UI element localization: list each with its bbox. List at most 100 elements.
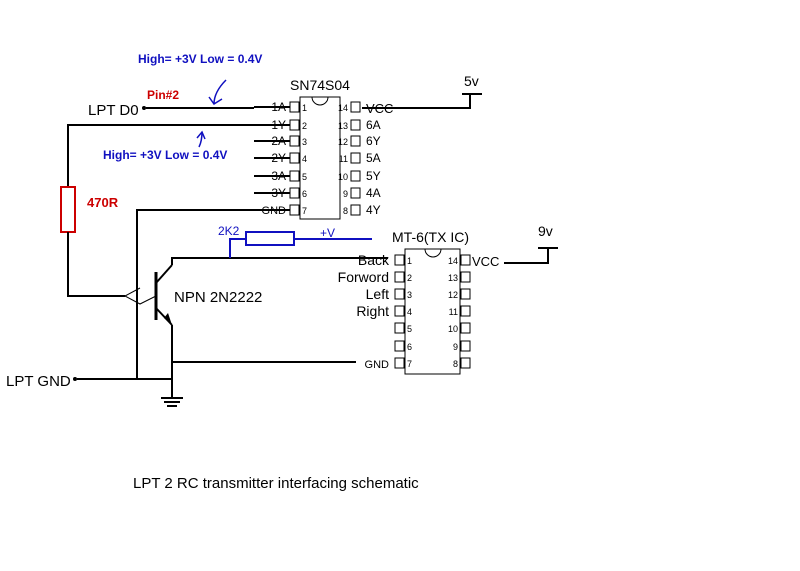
ic1-pin-label: 5A	[366, 151, 381, 165]
ic1-pin-label: 1Y	[271, 118, 286, 132]
ic1-pin	[289, 152, 300, 164]
ic1-pin-number: 8	[343, 206, 348, 216]
transistor-emitter-arrow	[164, 313, 172, 325]
annotation-bottom-text: High= +3V Low = 0.4V	[103, 148, 227, 162]
ic2-name: MT-6(TX IC)	[392, 229, 469, 245]
ic2-pin	[394, 271, 405, 283]
ic2-pin-label: Right	[356, 303, 389, 319]
pin2-label: Pin#2	[147, 88, 179, 102]
ic1-pin-number: 13	[338, 121, 348, 131]
ic2-pin	[394, 254, 405, 266]
ic1-pin-label: 6A	[366, 118, 381, 132]
ic2-pin	[460, 288, 471, 300]
ic1-name: SN74S04	[290, 77, 350, 93]
ic2-pin-number: 3	[407, 290, 412, 300]
ic1-pin	[289, 101, 300, 113]
ic2-pin-number: 14	[448, 256, 458, 266]
ic2-pin-number: 8	[453, 359, 458, 369]
ic1-pin-number: 2	[302, 121, 307, 131]
supply-5v: 5v	[362, 73, 482, 109]
ic2-pin-label: Left	[366, 286, 389, 302]
ic2-pin	[460, 322, 471, 334]
ic1-pin-number: 5	[302, 172, 307, 182]
ground-icon	[161, 397, 183, 407]
ic1-pin	[350, 170, 361, 182]
resistor-2k2-label: 2K2	[218, 224, 240, 238]
ic2-pin-number: 10	[448, 324, 458, 334]
ic1-pin-number: 10	[338, 172, 348, 182]
ic2-pin-label: Back	[358, 252, 390, 268]
collector-wire	[171, 257, 388, 265]
annotation-top-text: High= +3V Low = 0.4V	[138, 52, 262, 66]
lpt-gnd-terminal	[73, 377, 77, 381]
ic1-pin-label: 4Y	[366, 203, 381, 217]
ic2-pin	[460, 340, 471, 352]
lpt-gnd-connection: LPT GND	[6, 373, 172, 390]
ic1-pin	[350, 152, 361, 164]
ic1-pin	[350, 101, 361, 113]
supply-9v: 9v	[504, 223, 558, 264]
resistor-2k2-branch: 2K2 +V	[218, 224, 372, 258]
inverter-output-wire: 470R	[60, 124, 254, 297]
ic2-pin-number: 6	[407, 342, 412, 352]
diagram-caption: LPT 2 RC transmitter interfacing schemat…	[133, 475, 419, 492]
ic2-body	[404, 248, 461, 375]
ic1-pin	[289, 135, 300, 147]
ic1-pin-label: 3A	[271, 169, 286, 183]
ic2-pin	[394, 322, 405, 334]
lpt-d0-connection: LPT D0 Pin#2	[88, 88, 254, 119]
ic2-pin-label: GND	[365, 359, 390, 371]
ic1-pin-number: 4	[302, 154, 307, 164]
ic2-pin-number: 9	[453, 342, 458, 352]
ic1-pin-label: 2Y	[271, 151, 286, 165]
ic1-pin-number: 11	[339, 154, 348, 164]
ic2-pin-number: 2	[407, 273, 412, 283]
ic2-pin-number: 12	[448, 290, 458, 300]
ic1-pin	[289, 119, 300, 131]
ic2-pin-number: 5	[407, 324, 412, 334]
ic1-pin-number: 7	[302, 206, 307, 216]
ic1-pin	[350, 119, 361, 131]
ic2-pin	[460, 271, 471, 283]
ic1-pin-label: 5Y	[366, 169, 381, 183]
ic1-pin	[289, 204, 300, 216]
ic1-pin-number: 9	[343, 189, 348, 199]
ic1-pin	[350, 204, 361, 216]
ic1-pin	[350, 187, 361, 199]
ic2-notch	[424, 248, 442, 258]
ic-mt6: MT-6(TX IC) 1Back2Forword3Left4Right567G…	[338, 229, 499, 375]
ic2-pin	[394, 288, 405, 300]
ic1-pin-label: 3Y	[271, 186, 286, 200]
resistor-470r	[60, 186, 76, 233]
ic1-pin-number: 14	[338, 103, 348, 113]
ic2-pin-number: 7	[407, 359, 412, 369]
ic1-pin-number: 1	[302, 103, 307, 113]
lpt-gnd-label: LPT GND	[6, 373, 71, 390]
annotation-top: High= +3V Low = 0.4V	[138, 52, 262, 106]
ic2-pin	[460, 305, 471, 317]
ic2-right-pins: 14 13 12 11 10 9 8	[448, 254, 471, 369]
ic1-pin-label: 2A	[271, 134, 286, 148]
ic2-pin-number: 1	[407, 256, 412, 266]
ic1-pin	[289, 187, 300, 199]
ic1-pin-number: 12	[338, 137, 348, 147]
ic2-pin-number: 13	[448, 273, 458, 283]
supply-9v-label: 9v	[538, 223, 553, 239]
resistor-470r-label: 470R	[87, 195, 119, 210]
ic1-pin-label: GND	[262, 205, 287, 217]
emitter-wire	[171, 325, 356, 398]
ic1-gnd-wire	[136, 209, 254, 379]
ic1-pin	[350, 135, 361, 147]
ic2-pin	[460, 357, 471, 369]
ic2-vcc-label: VCC	[472, 254, 499, 269]
ic1-pin-label: 1A	[271, 100, 286, 114]
ic2-pin-label: Forword	[338, 269, 389, 285]
ic1-pin-number: 3	[302, 137, 307, 147]
ic2-pin-number: 11	[449, 307, 458, 317]
ic2-pin	[460, 254, 471, 266]
ic2-pin	[394, 305, 405, 317]
